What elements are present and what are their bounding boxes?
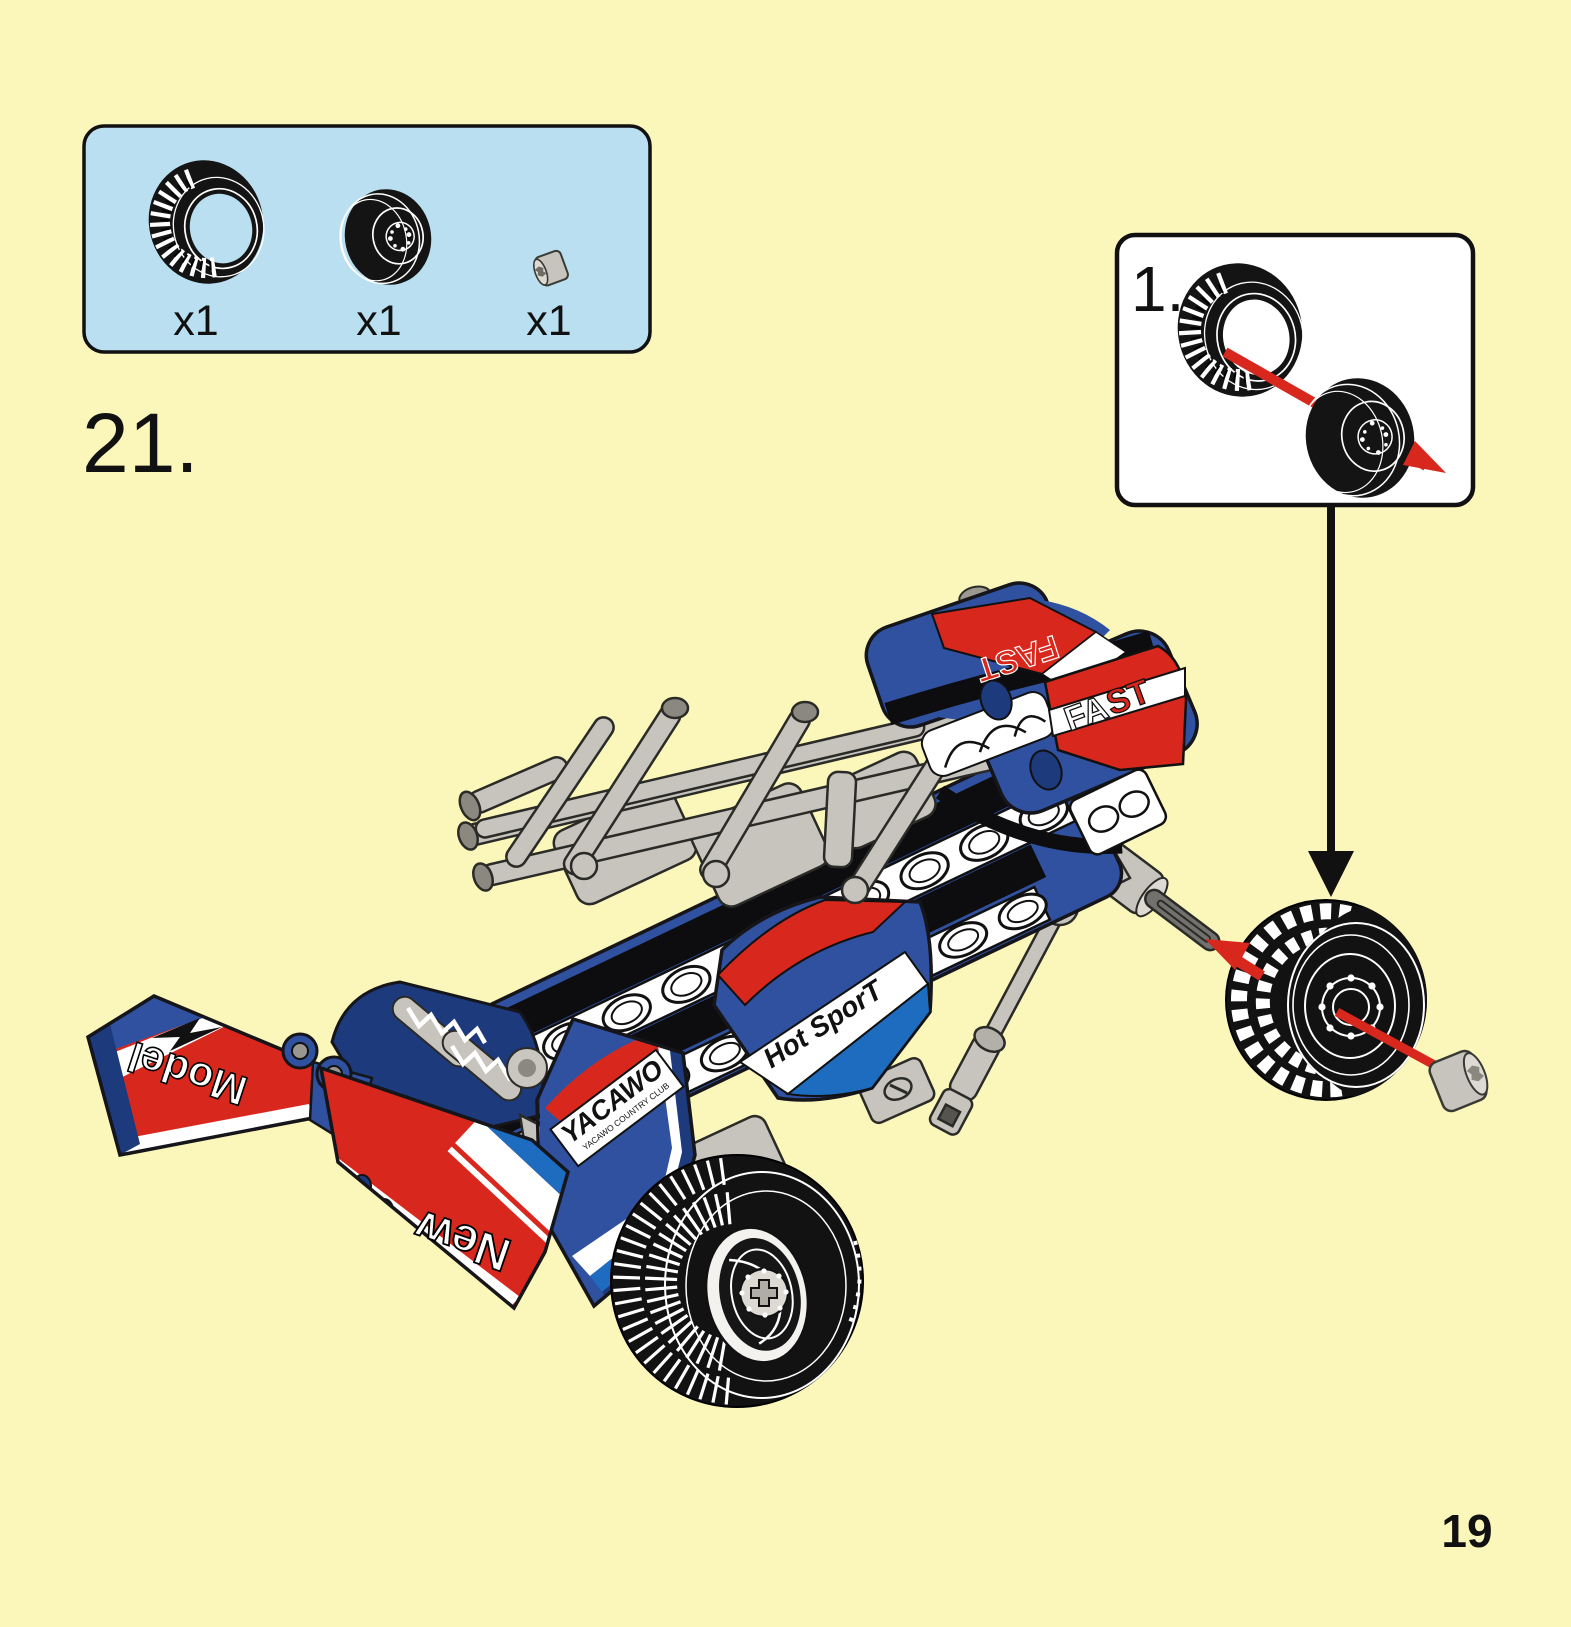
svg-text:19: 19 <box>1441 1505 1492 1557</box>
svg-text:21.: 21. <box>82 396 199 490</box>
svg-text:x1: x1 <box>173 297 218 345</box>
svg-text:x1: x1 <box>526 297 571 345</box>
svg-text:x1: x1 <box>356 297 401 345</box>
svg-text:1.: 1. <box>1131 253 1184 325</box>
